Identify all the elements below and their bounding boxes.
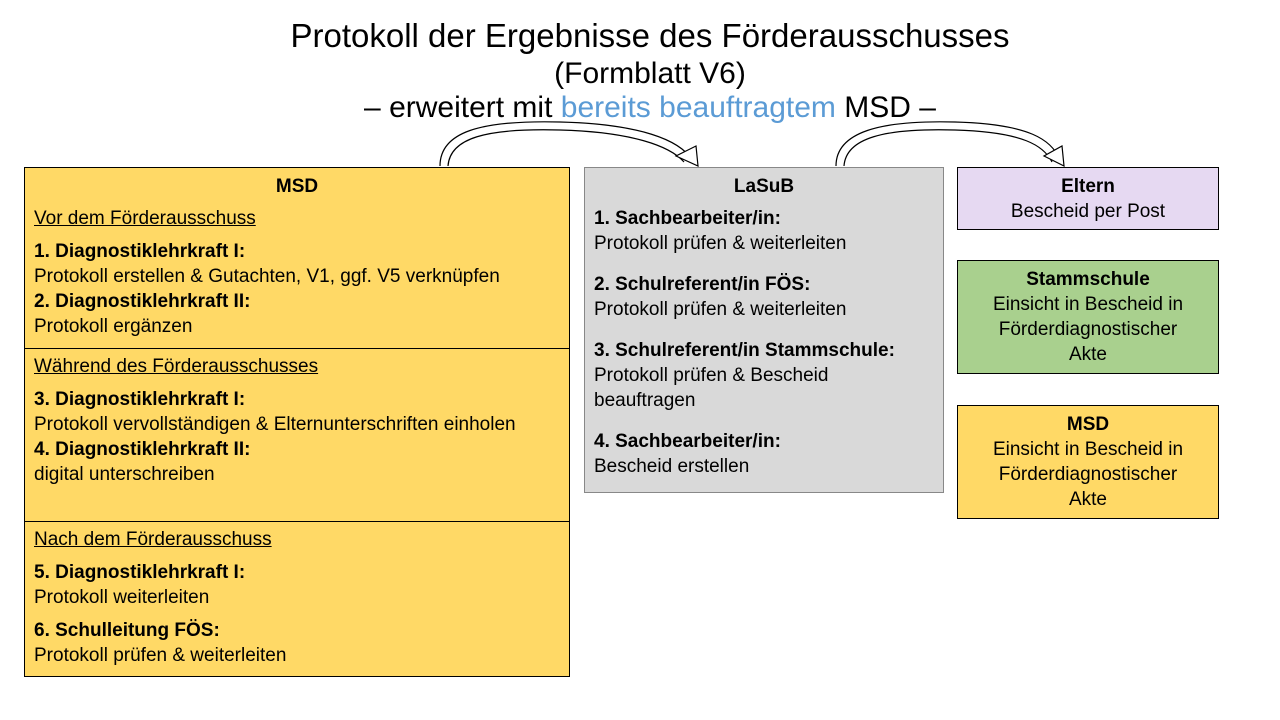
step-text: Protokoll erstellen & Gutachten, V1, ggf…: [34, 266, 500, 287]
section-divider: [25, 521, 569, 522]
msd-access-box: MSD Einsicht in Bescheid in Förderdiagno…: [957, 405, 1219, 519]
msd-section-during: Während des Förderausschusses 3. Diagnos…: [25, 354, 569, 487]
step-label: 6. Schulleitung FÖS:: [34, 620, 220, 641]
step-text: Bescheid erstellen: [594, 456, 750, 477]
section-title: Vor dem Förderausschuss: [34, 208, 256, 229]
step-text: Protokoll prüfen & weiterleiten: [594, 233, 847, 254]
step-label: 2. Diagnostiklehrkraft II:: [34, 291, 251, 312]
msd-section-before: Vor dem Förderausschuss 1. Diagnostikleh…: [25, 206, 569, 339]
eltern-heading: Eltern: [1061, 176, 1115, 197]
step-text: digital unterschreiben: [34, 464, 215, 485]
step-text: Protokoll ergänzen: [34, 316, 193, 337]
lasub-heading: LaSuB: [733, 176, 795, 197]
msd-heading: MSD: [275, 176, 319, 197]
arrow-msd-to-lasub-inner: [447, 129, 685, 167]
lasub-process-box: LaSuB 1. Sachbearbeiter/in: Protokoll pr…: [584, 167, 944, 493]
section-title: Nach dem Förderausschuss: [34, 529, 272, 550]
step-text: Protokoll prüfen & Bescheid beauftragen: [594, 365, 829, 411]
page-subtitle: (Formblatt V6): [554, 57, 746, 90]
step-label: 5. Diagnostiklehrkraft I:: [34, 562, 246, 583]
page-subtitle-extension: – erweitert mit bereits beauftragtem MSD…: [0, 90, 1280, 126]
step-text: Protokoll prüfen & weiterleiten: [594, 299, 847, 320]
arrowhead-eltern: [1042, 145, 1065, 168]
step-text: Protokoll vervollständigen & Elternunter…: [34, 414, 516, 435]
step-label: 4. Sachbearbeiter/in:: [594, 431, 781, 452]
step-text: Protokoll weiterleiten: [34, 587, 210, 608]
step-label: 3. Diagnostiklehrkraft I:: [34, 389, 246, 410]
subtitle-suffix: MSD –: [835, 91, 936, 124]
page-title: Protokoll der Ergebnisse des Förderaussc…: [290, 17, 1010, 54]
stammschule-heading: Stammschule: [1026, 269, 1150, 290]
step-label: 3. Schulreferent/in Stammschule:: [594, 340, 895, 361]
arrow-msd-to-lasub: [439, 121, 693, 167]
msd-access-text: Einsicht in Bescheid in Förderdiagnostis…: [992, 439, 1184, 510]
subtitle-prefix: – erweitert mit: [364, 91, 561, 124]
section-divider: [25, 348, 569, 349]
eltern-text: Bescheid per Post: [1010, 201, 1166, 222]
step-text: Protokoll prüfen & weiterleiten: [34, 645, 287, 666]
step-label: 1. Sachbearbeiter/in:: [594, 208, 781, 229]
arrow-lasub-to-eltern: [835, 121, 1061, 167]
msd-section-after: Nach dem Förderausschuss 5. Diagnostikle…: [25, 527, 569, 668]
step-label: 4. Diagnostiklehrkraft II:: [34, 439, 251, 460]
arrow-lasub-to-eltern-inner: [843, 129, 1053, 167]
stammschule-box: Stammschule Einsicht in Bescheid in Förd…: [957, 260, 1219, 374]
eltern-box: Eltern Bescheid per Post: [957, 167, 1219, 230]
step-label: 2. Schulreferent/in FÖS:: [594, 274, 811, 295]
subtitle-highlight: bereits beauftragtem: [560, 91, 836, 124]
msd-access-heading: MSD: [1066, 414, 1110, 435]
arrowhead-lasub: [674, 145, 699, 167]
step-label: 1. Diagnostiklehrkraft I:: [34, 241, 246, 262]
msd-process-box: MSD Vor dem Förderausschuss 1. Diagnosti…: [24, 167, 570, 677]
stammschule-text: Einsicht in Bescheid in Förderdiagnostis…: [992, 294, 1184, 365]
section-title: Während des Förderausschusses: [34, 356, 319, 377]
